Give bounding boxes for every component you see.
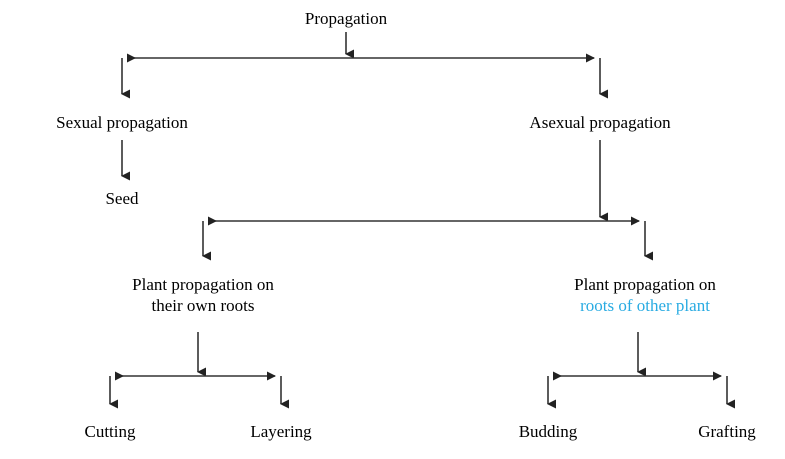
node-grafting-line1: Grafting bbox=[698, 422, 756, 441]
node-seed-line1: Seed bbox=[105, 189, 139, 208]
node-budding-line1: Budding bbox=[518, 422, 578, 441]
node-seed: Seed bbox=[105, 188, 138, 209]
node-propagation-line1: Propagation bbox=[304, 9, 388, 28]
node-cutting-line1: Cutting bbox=[84, 422, 136, 441]
node-layering: Layering bbox=[250, 421, 311, 442]
node-asexual-propagation-line1: Asexual propagation bbox=[529, 113, 671, 132]
node-sexual-propagation-line1: Sexual propagation bbox=[56, 113, 188, 132]
node-own-roots-line2: their own roots bbox=[151, 296, 255, 315]
node-sexual-propagation: Sexual propagation bbox=[56, 112, 188, 133]
node-cutting: Cutting bbox=[84, 421, 135, 442]
node-other-roots-line1: Plant propagation on bbox=[574, 275, 716, 294]
node-budding: Budding bbox=[519, 421, 578, 442]
node-own-roots-line1: Plant propagation on bbox=[132, 275, 274, 294]
node-grafting: Grafting bbox=[698, 421, 756, 442]
node-layering-line1: Layering bbox=[250, 422, 312, 441]
node-own-roots: Plant propagation on their own roots bbox=[132, 274, 274, 316]
node-other-roots: Plant propagation on roots of other plan… bbox=[574, 274, 716, 316]
node-other-roots-line2: roots of other plant bbox=[580, 296, 710, 315]
node-propagation: Propagation bbox=[305, 8, 387, 29]
node-asexual-propagation: Asexual propagation bbox=[529, 112, 670, 133]
